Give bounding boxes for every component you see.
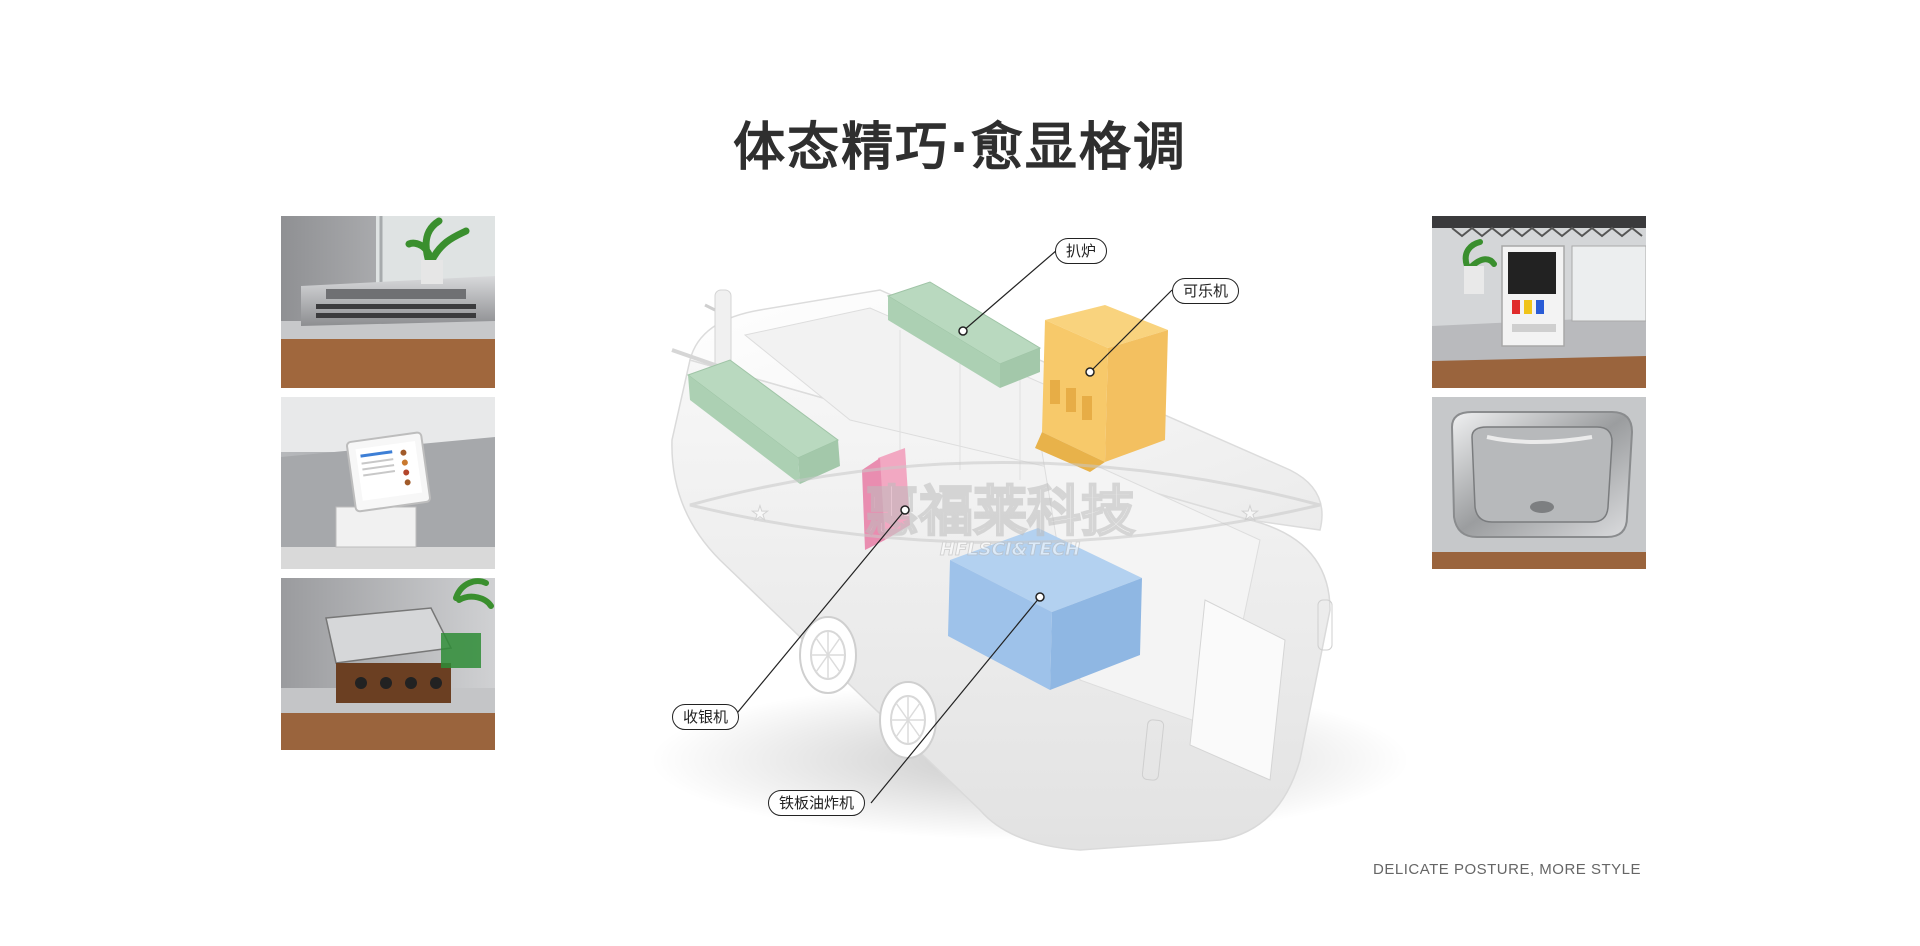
watermark-text: 惠福莱科技 bbox=[865, 480, 1135, 543]
griddle-photo bbox=[281, 578, 495, 750]
english-tagline: DELICATE POSTURE, MORE STYLE bbox=[1373, 861, 1641, 878]
wheel-rear bbox=[879, 681, 937, 759]
svg-text:★: ★ bbox=[1241, 501, 1259, 525]
callout-griddle-fryer: 铁板油炸机 bbox=[768, 790, 866, 816]
watermark-subtext: HFLSCI&TECH bbox=[940, 539, 1080, 560]
wheel-front bbox=[799, 616, 857, 694]
thumbnail-griddle bbox=[281, 578, 495, 750]
page-title: 体态精巧·愈显格调 bbox=[733, 118, 1187, 178]
cola-photo bbox=[1432, 216, 1646, 388]
thumbnail-grill bbox=[281, 216, 495, 388]
thumbnail-cashier bbox=[281, 397, 495, 569]
griddle-module bbox=[686, 359, 840, 484]
callout-grill: 扒炉 bbox=[1055, 238, 1108, 264]
callout-cola-machine: 可乐机 bbox=[1172, 278, 1240, 304]
callout-cashier: 收银机 bbox=[672, 704, 740, 730]
sink-photo bbox=[1432, 397, 1646, 569]
svg-text:★: ★ bbox=[751, 501, 769, 525]
thumbnail-cola bbox=[1432, 216, 1646, 388]
grill-photo bbox=[281, 216, 495, 388]
cashier-photo bbox=[281, 397, 495, 569]
thumbnail-sink bbox=[1432, 397, 1646, 569]
